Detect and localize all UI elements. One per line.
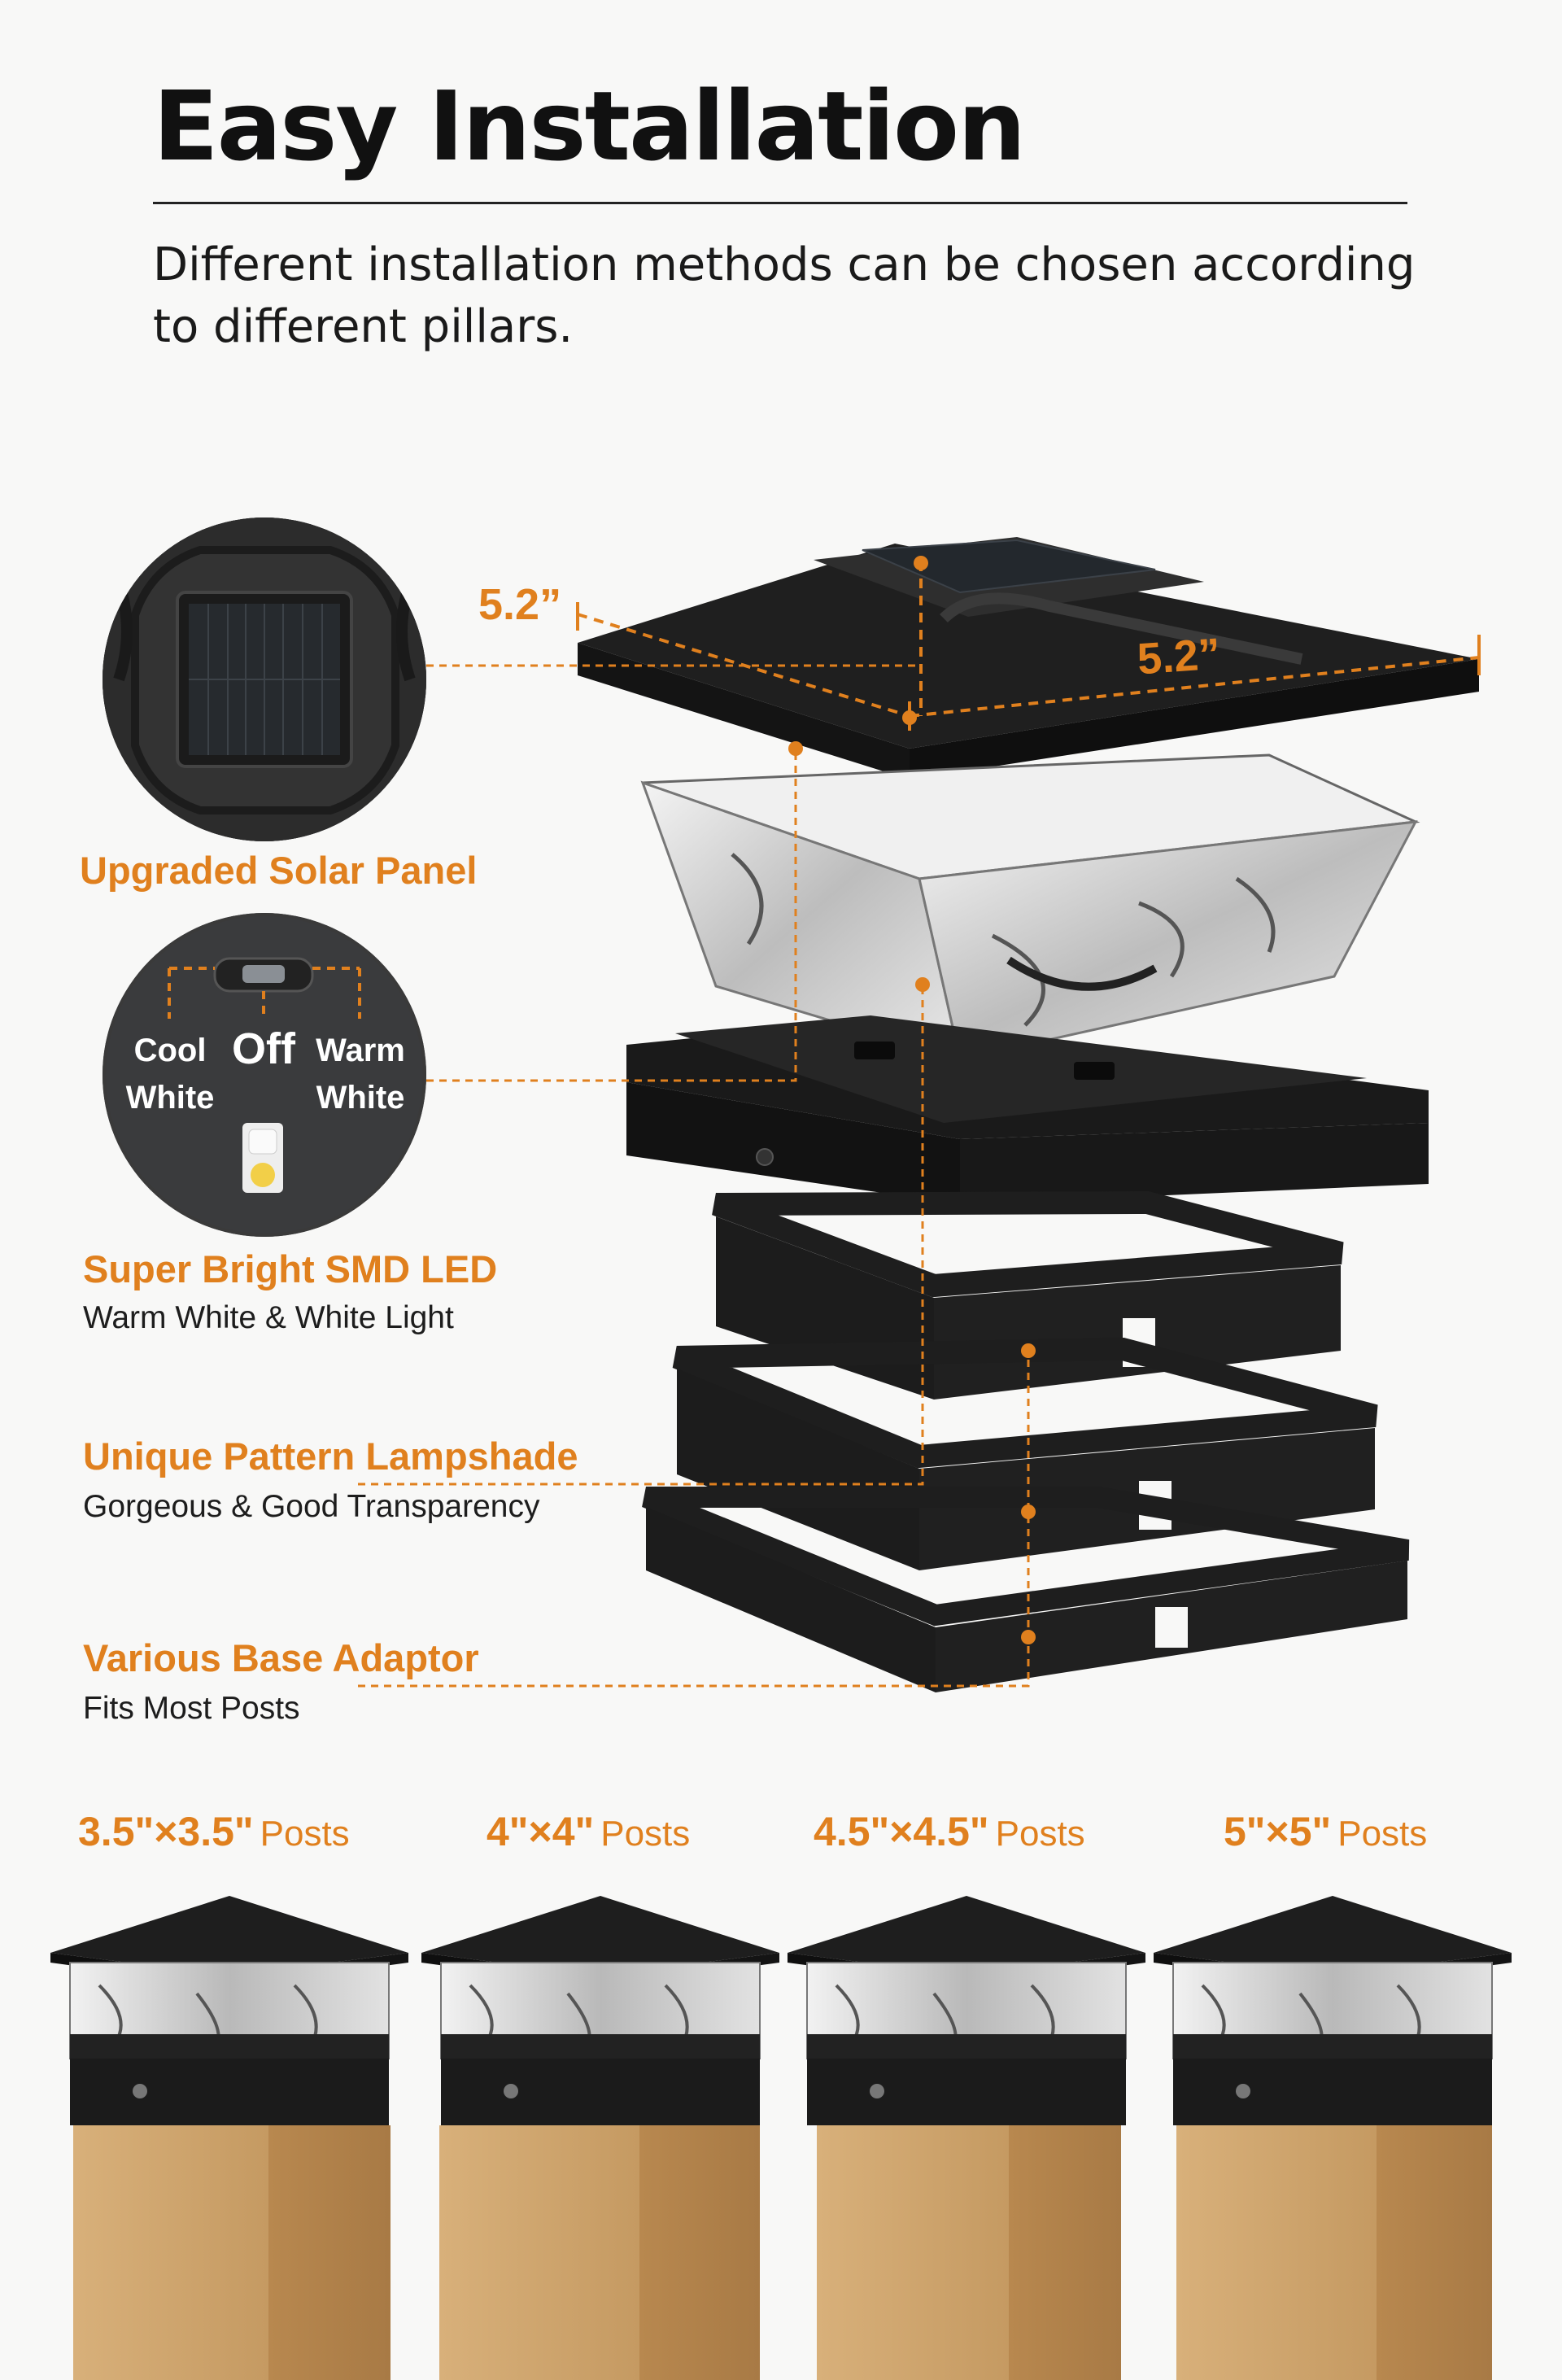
base-adaptor-large bbox=[712, 1190, 1344, 1400]
led-housing bbox=[626, 1015, 1429, 1204]
page-subtitle: Different installation methods can be ch… bbox=[153, 238, 1416, 353]
post-1 bbox=[50, 1896, 408, 2380]
width-dimension-label: 5.2” bbox=[1136, 629, 1223, 684]
switch-icon bbox=[168, 957, 361, 1193]
post-size: 3.5"×3.5" bbox=[78, 1809, 254, 1854]
feature-title-base: Various Base Adaptor bbox=[83, 1636, 479, 1679]
feature-title-led: Super Bright SMD LED bbox=[83, 1247, 498, 1290]
base-adaptor-small bbox=[642, 1487, 1410, 1692]
feature-title-lampshade: Unique Pattern Lampshade bbox=[83, 1435, 578, 1478]
leader-lines bbox=[358, 664, 1030, 1688]
post-size: 5"×5" bbox=[1224, 1809, 1332, 1854]
post-label-3-5: 3.5"×3.5"Posts bbox=[78, 1808, 350, 1855]
post-size: 4"×4" bbox=[486, 1809, 595, 1854]
depth-dimension-label: 5.2” bbox=[478, 580, 562, 629]
exploded-product-diagram bbox=[358, 537, 1481, 1692]
post-word: Posts bbox=[600, 1814, 691, 1854]
solar-panel-icon bbox=[103, 517, 426, 841]
post-label-4: 4"×4"Posts bbox=[486, 1808, 690, 1855]
feature-subtitle-base: Fits Most Posts bbox=[83, 1691, 300, 1726]
cool-white-label: Cool White bbox=[125, 1033, 215, 1116]
title-divider bbox=[153, 202, 1407, 204]
base-adaptor-medium bbox=[672, 1337, 1378, 1570]
warm-white-label: Warm White bbox=[316, 1033, 405, 1116]
post-2 bbox=[421, 1896, 779, 2380]
page-title: Easy Installation bbox=[153, 70, 1026, 182]
post-4 bbox=[1154, 1896, 1512, 2380]
solar-panel-zoom bbox=[103, 517, 426, 841]
led-switch-zoom: Cool White Off Warm White bbox=[103, 913, 426, 1237]
post-label-5: 5"×5"Posts bbox=[1224, 1808, 1427, 1855]
post-word: Posts bbox=[1337, 1814, 1428, 1854]
feature-subtitle-led: Warm White & White Light bbox=[83, 1300, 454, 1335]
lampshade bbox=[640, 753, 1420, 1062]
post-word: Posts bbox=[260, 1814, 350, 1854]
post-size: 4.5"×4.5" bbox=[814, 1809, 989, 1854]
post-word: Posts bbox=[995, 1814, 1085, 1854]
posts-row bbox=[50, 1896, 1512, 2380]
feature-subtitle-lampshade: Gorgeous & Good Transparency bbox=[83, 1489, 540, 1524]
post-3 bbox=[788, 1896, 1145, 2380]
off-label: Off bbox=[232, 1024, 295, 1073]
cap-roof bbox=[578, 537, 1479, 780]
feature-title-solar: Upgraded Solar Panel bbox=[80, 849, 478, 892]
post-label-4-5: 4.5"×4.5"Posts bbox=[814, 1808, 1085, 1855]
